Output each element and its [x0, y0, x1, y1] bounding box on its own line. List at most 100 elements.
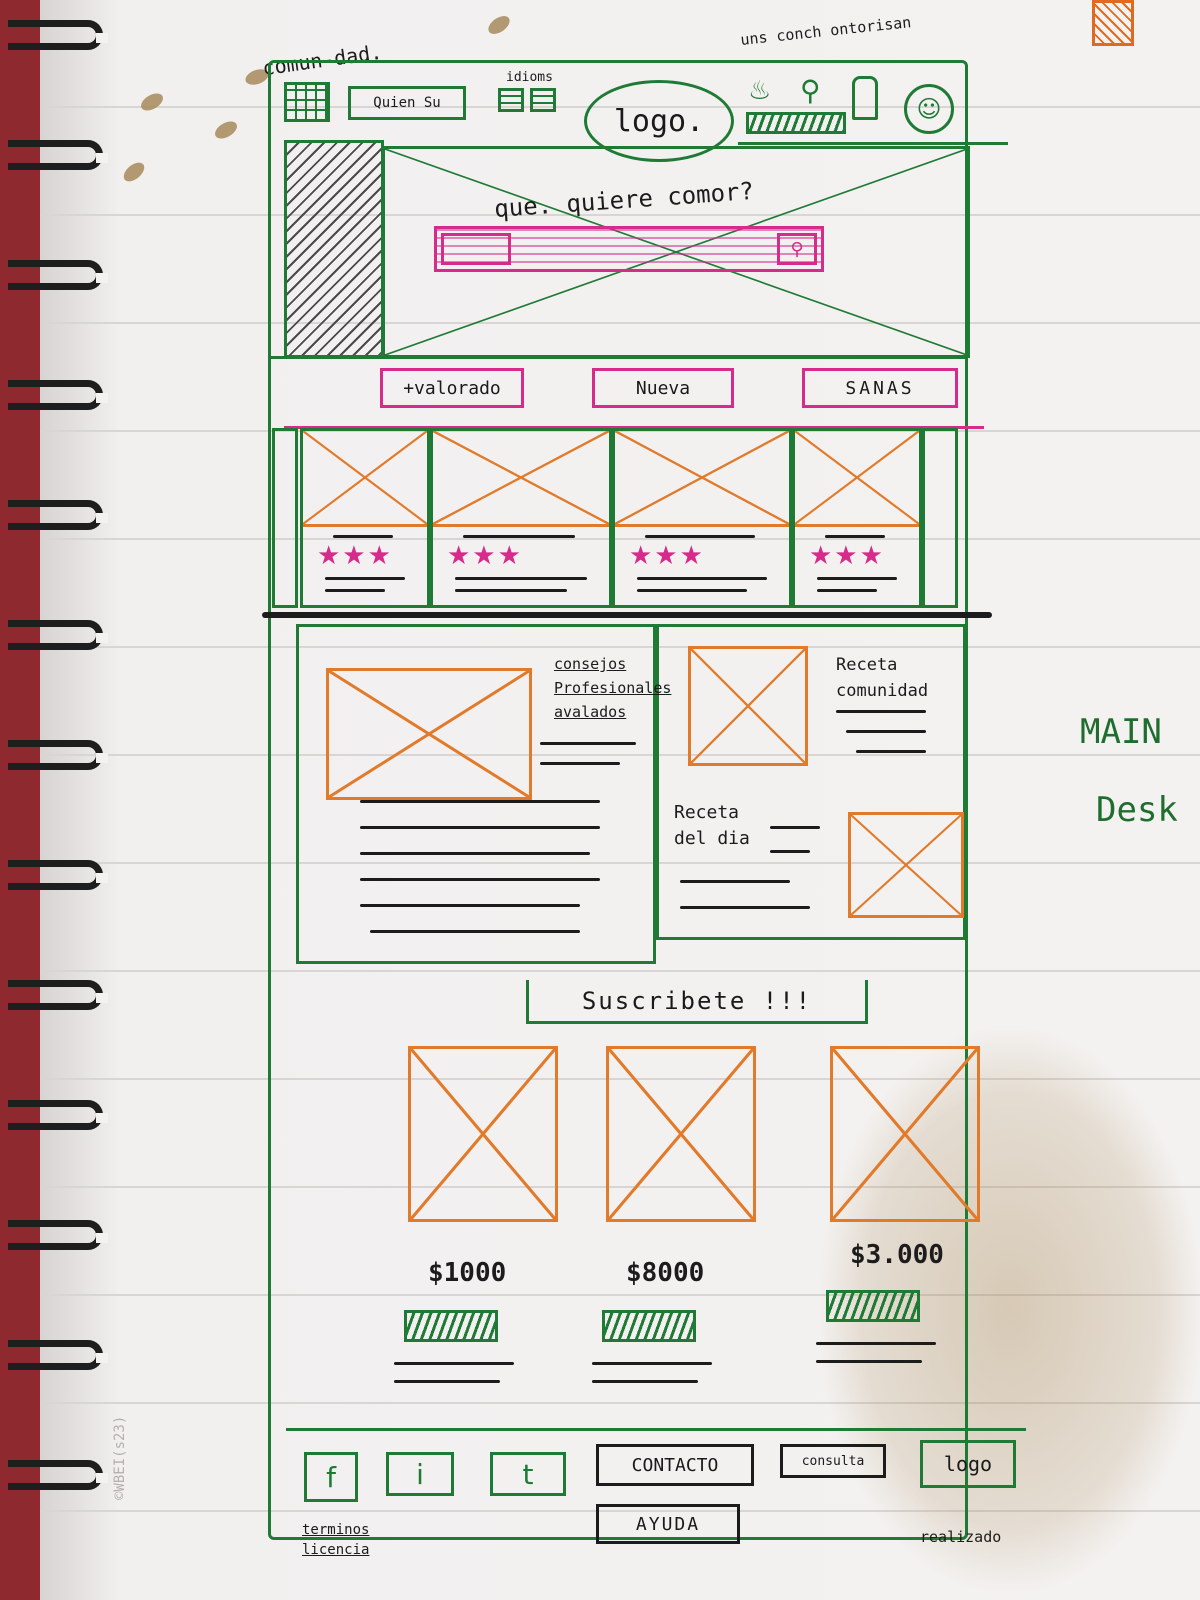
- content-text-line: [360, 904, 580, 907]
- recipe-card-text-line: [455, 589, 567, 592]
- carousel-top-border: [284, 426, 984, 429]
- community-image: [688, 646, 808, 766]
- product-description-line: [816, 1342, 936, 1345]
- spiral-ring: [8, 500, 108, 530]
- corner-mark: [1092, 0, 1134, 46]
- recipe-card[interactable]: ★★★: [792, 428, 922, 608]
- content-text-line: [680, 906, 810, 909]
- language-en-icon[interactable]: [530, 88, 556, 112]
- product-image[interactable]: [606, 1046, 756, 1222]
- facebook-glyph: f: [326, 1460, 336, 1494]
- spiral-ring: [8, 980, 108, 1010]
- recipe-card-image: [303, 431, 427, 527]
- content-text-line: [680, 880, 790, 883]
- recipe-card-image: [795, 431, 919, 527]
- twitter-glyph: t: [522, 1457, 534, 1491]
- subscribe-button[interactable]: Suscribete !!!: [526, 980, 868, 1024]
- facebook-icon[interactable]: f: [304, 1452, 358, 1502]
- buy-button[interactable]: [602, 1310, 696, 1342]
- search-icon[interactable]: ⚲: [800, 74, 821, 107]
- subscribe-label: Suscribete !!!: [581, 986, 813, 1015]
- spiral-ring: [8, 260, 108, 290]
- filter-button-healthy[interactable]: SANAS: [802, 368, 958, 408]
- recipe-card-title-line: [645, 535, 755, 538]
- content-text-line: [370, 930, 580, 933]
- recipe-card[interactable]: ★★★: [612, 428, 792, 608]
- recipe-card-partial[interactable]: [922, 428, 958, 608]
- pro-tips-block: [296, 624, 656, 964]
- fire-icon[interactable]: ♨: [748, 76, 772, 106]
- footer-logo[interactable]: logo: [920, 1440, 1016, 1488]
- header-divider: [738, 142, 1008, 145]
- product-image[interactable]: [408, 1046, 558, 1222]
- search-button[interactable]: Quien Su: [348, 86, 466, 120]
- credits-label: realizado: [920, 1528, 1002, 1546]
- side-menu[interactable]: [284, 140, 384, 358]
- recipe-of-day-title: Receta del dia: [674, 802, 750, 849]
- content-text-line: [360, 800, 600, 803]
- instagram-glyph: i: [416, 1457, 424, 1491]
- spiral-ring: [8, 860, 108, 890]
- content-text-line: [540, 742, 636, 745]
- hero-divider: [268, 356, 968, 359]
- footer-logo-label: logo: [943, 1452, 993, 1476]
- recipe-card-text-line: [455, 577, 587, 580]
- recipe-of-day-image: [848, 812, 964, 918]
- pro-tips-image: [326, 668, 532, 800]
- help-button[interactable]: AYUDA: [596, 1504, 740, 1544]
- cart-icon[interactable]: [852, 76, 878, 120]
- recipe-card[interactable]: ★★★: [300, 428, 430, 608]
- terms-link[interactable]: terminos licencia: [302, 1522, 370, 1558]
- recipe-card-title-line: [825, 535, 885, 538]
- recipe-card-rating: ★★★: [629, 541, 705, 571]
- spiral-ring: [8, 1340, 108, 1370]
- filter-button-new[interactable]: Nueva: [592, 368, 734, 408]
- menu-grid-icon[interactable]: [284, 82, 330, 122]
- filter-label: +valorado: [403, 377, 501, 399]
- recipe-card-text-line: [637, 577, 767, 580]
- product-price: $1000: [428, 1258, 507, 1288]
- content-text-line: [540, 762, 620, 765]
- language-icons[interactable]: [498, 88, 558, 112]
- product-image[interactable]: [830, 1046, 980, 1222]
- recipe-card-rating: ★★★: [317, 541, 393, 571]
- contact-label: CONTACTO: [631, 1454, 719, 1476]
- watermark: ©WBEI(s23): [112, 1415, 128, 1500]
- carousel-scrollbar[interactable]: [262, 612, 992, 618]
- user-profile-icon[interactable]: ☺: [904, 84, 954, 134]
- product-description-line: [592, 1380, 698, 1383]
- search-label: Quien Su: [373, 95, 441, 111]
- hero-search-input[interactable]: ⚲: [434, 226, 824, 272]
- language-es-icon[interactable]: [498, 88, 524, 112]
- recipe-card-partial[interactable]: [272, 428, 298, 608]
- spiral-ring: [8, 1100, 108, 1130]
- recipe-card[interactable]: ★★★: [430, 428, 612, 608]
- content-text-line: [836, 710, 926, 713]
- recipe-card-text-line: [325, 589, 385, 592]
- product-description-line: [394, 1362, 514, 1365]
- recipe-card-title-line: [463, 535, 575, 538]
- consult-button[interactable]: consulta: [780, 1444, 886, 1478]
- footer-divider: [286, 1428, 1026, 1431]
- side-note-desk: Desk: [1096, 790, 1178, 830]
- product-price: $8000: [626, 1258, 705, 1288]
- twitter-icon[interactable]: t: [490, 1452, 566, 1496]
- contact-button[interactable]: CONTACTO: [596, 1444, 754, 1486]
- community-title: Receta comunidad: [836, 655, 929, 701]
- recipe-card-text-line: [325, 577, 405, 580]
- buy-button[interactable]: [404, 1310, 498, 1342]
- content-text-line: [856, 750, 926, 753]
- logo[interactable]: logo.: [584, 80, 734, 162]
- recipe-card-image: [615, 431, 789, 527]
- product-description-line: [592, 1362, 712, 1365]
- search-category-dropdown[interactable]: [441, 233, 511, 265]
- instagram-icon[interactable]: i: [386, 1452, 454, 1496]
- buy-button[interactable]: [826, 1290, 920, 1322]
- filter-label: Nueva: [635, 377, 691, 399]
- community-block: [656, 624, 966, 940]
- logo-label: logo.: [613, 103, 705, 139]
- filter-button-top-rated[interactable]: +valorado: [380, 368, 524, 408]
- side-note-main: MAIN: [1080, 712, 1162, 752]
- help-label: AYUDA: [635, 1513, 701, 1535]
- search-submit-icon[interactable]: ⚲: [777, 233, 817, 265]
